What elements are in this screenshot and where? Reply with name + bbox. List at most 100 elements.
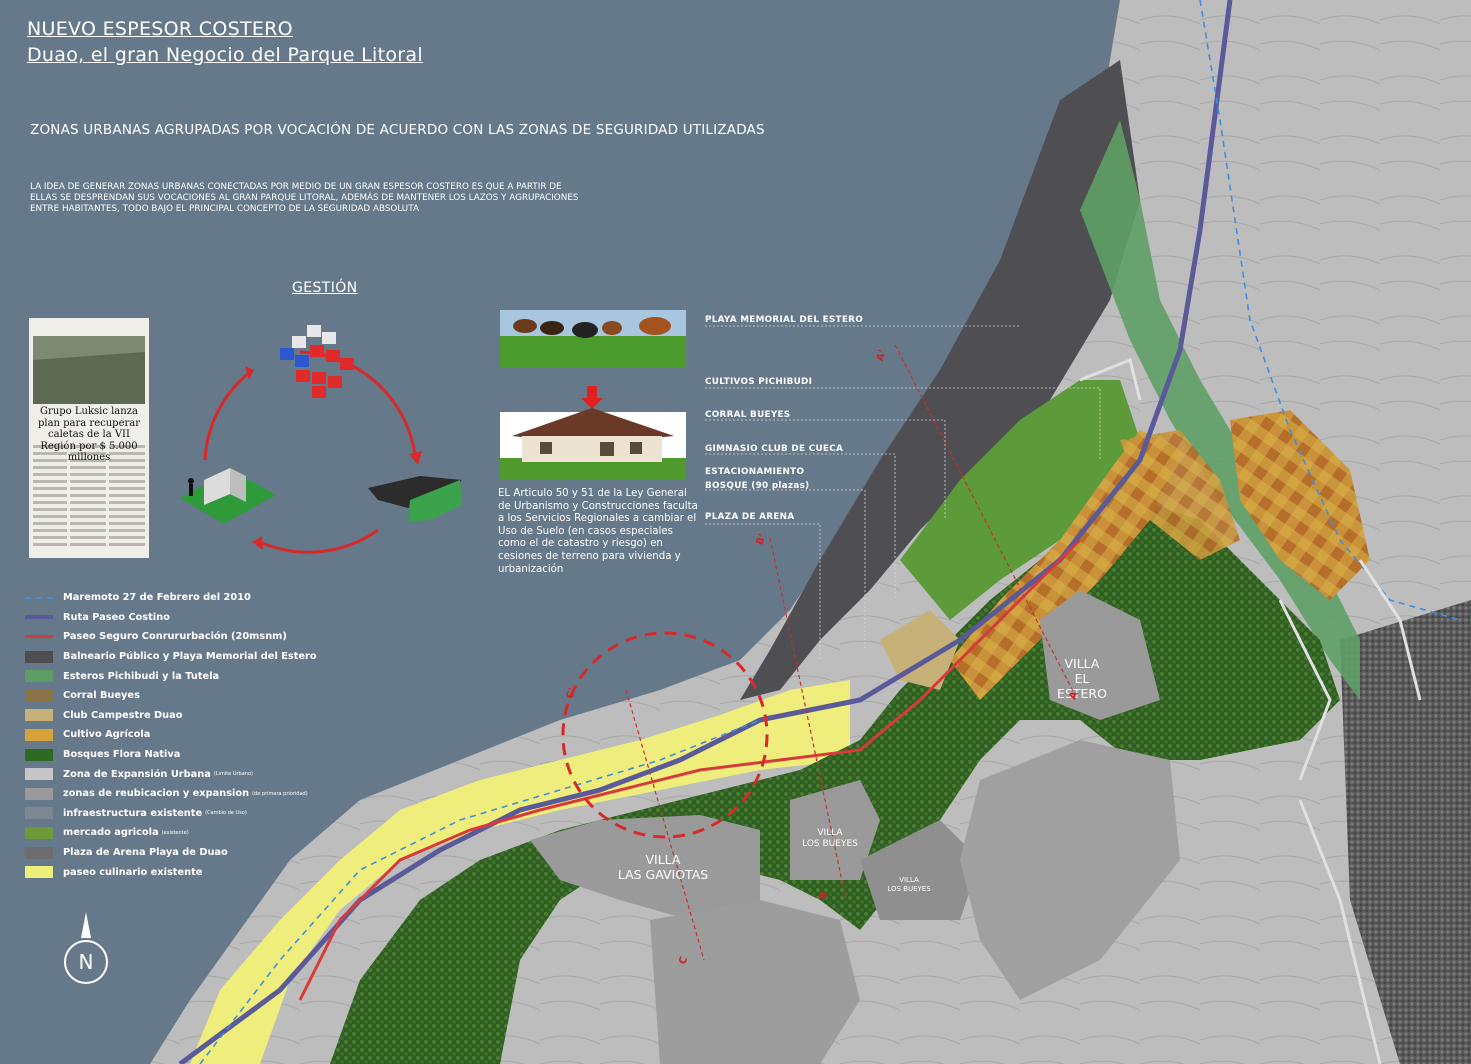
legend-swatch bbox=[25, 866, 53, 879]
legend-swatch bbox=[25, 787, 53, 800]
villa-los-bueyes-south-label: VILLA LOS BUEYES bbox=[876, 876, 942, 894]
legend-note: (Limite Urbano) bbox=[213, 771, 253, 778]
callout-estacionamiento: ESTACIONAMIENTO bbox=[705, 467, 805, 477]
section-a bbox=[894, 344, 1076, 696]
cycle-arrowhead-left bbox=[245, 366, 254, 380]
paseo-seguro bbox=[298, 538, 1082, 1001]
legend-label: Esteros Pichibudi y la Tutela bbox=[63, 670, 220, 682]
legend-label: zonas de reubicacion y expansion bbox=[63, 788, 250, 800]
callout-plaza-arena: PLAZA DE ARENA bbox=[705, 512, 795, 522]
legend-swatch bbox=[25, 846, 53, 859]
legend-item: zonas de reubicacion y expansion(de prim… bbox=[25, 784, 317, 804]
legend-item: mercado agricola(existente) bbox=[25, 823, 317, 843]
legend-label: Cultivo Agrícola bbox=[63, 729, 151, 741]
callout-corral-bueyes: CORRAL BUEYES bbox=[705, 410, 791, 420]
chile-cube-logo bbox=[280, 325, 354, 398]
legend-label: Club Campestre Duao bbox=[63, 709, 183, 721]
village-label-line: VILLA bbox=[899, 876, 919, 884]
legend-item: Club Campestre Duao bbox=[25, 706, 317, 726]
expansion-south bbox=[650, 900, 860, 1064]
legend-swatch bbox=[25, 807, 53, 820]
article-text: EL Articulo 50 y 51 de la Ley General de… bbox=[498, 488, 698, 575]
callout-cultivos-pichibudi: CULTIVOS PICHIBUDI bbox=[705, 377, 813, 387]
section-c bbox=[625, 689, 705, 961]
cows-photo bbox=[500, 310, 686, 368]
legend-note: (Cambio de Uso) bbox=[205, 810, 247, 817]
legend-item: Esteros Pichibudi y la Tutela bbox=[25, 666, 317, 686]
legend-item: Plaza de Arena Playa de Duao bbox=[25, 843, 317, 863]
gestion-title: GESTIÓN bbox=[292, 280, 358, 296]
house-photo bbox=[500, 408, 686, 480]
legend-label: mercado agricola bbox=[63, 827, 159, 839]
legend-swatch bbox=[25, 728, 53, 741]
urban-green bbox=[900, 380, 1140, 620]
cultivos-mid bbox=[1120, 430, 1240, 560]
village-label-line: VILLA bbox=[645, 852, 681, 867]
east-forest bbox=[1340, 600, 1471, 1064]
villa-los-bueyes-label: VILLA LOS BUEYES bbox=[792, 828, 868, 850]
legend-item: Corral Bueyes bbox=[25, 686, 317, 706]
legend-swatch bbox=[25, 650, 53, 663]
villa-los-bueyes-south-zone bbox=[860, 820, 980, 920]
villa-el-estero-zone bbox=[1040, 590, 1160, 720]
ruta-paseo-costino bbox=[178, 0, 1233, 1064]
legend: Maremoto 27 de Febrero del 2010 Ruta Pas… bbox=[25, 588, 317, 882]
legend-label: paseo culinario existente bbox=[63, 866, 203, 878]
legend-item: Paseo Seguro Conrururbación (20msnm) bbox=[25, 627, 317, 647]
villa-los-bueyes-zone bbox=[790, 780, 880, 880]
intro-text: LA IDEA DE GENERAR ZONAS URBANAS CONECTA… bbox=[30, 182, 579, 214]
legend-label: Paseo Seguro Conrururbación (20msnm) bbox=[63, 631, 287, 643]
village-label-line: VILLA bbox=[817, 828, 843, 838]
paseo-culinario bbox=[190, 680, 850, 1064]
club-campestre bbox=[880, 610, 960, 690]
legend-item: paseo culinario existente bbox=[25, 862, 317, 882]
legend-swatch bbox=[25, 768, 53, 781]
north-arrow bbox=[64, 912, 108, 984]
cycle-arrow-right bbox=[299, 350, 417, 456]
legend-item: Zona de Expansión Urbana(Limite Urbano) bbox=[25, 764, 317, 784]
legend-label: Ruta Paseo Costino bbox=[63, 611, 170, 623]
legend-swatch bbox=[25, 670, 53, 683]
village-label-line: EL ESTERO bbox=[1057, 671, 1107, 701]
newspaper-headline: Grupo Luksic lanza plan para recuperar c… bbox=[37, 406, 141, 463]
legend-swatch bbox=[25, 709, 53, 722]
land-plot-icon bbox=[180, 468, 276, 524]
villa-el-estero-label: VILLA EL ESTERO bbox=[1048, 656, 1116, 701]
expansion-east bbox=[960, 740, 1180, 1000]
legend-swatch bbox=[25, 748, 53, 761]
newspaper-text-columns bbox=[33, 445, 145, 546]
callout-leaders bbox=[705, 325, 1101, 660]
cycle-arrowhead-bottom bbox=[252, 536, 263, 550]
legend-note: (existente) bbox=[161, 829, 189, 836]
legend-item: Ruta Paseo Costino bbox=[25, 608, 317, 628]
legend-line bbox=[25, 615, 53, 620]
cycle-arrowhead-right bbox=[409, 451, 422, 465]
down-arrow bbox=[581, 386, 603, 409]
callout-gimnasio: GIMNASIO CLUB DE CUECA bbox=[705, 444, 844, 454]
legend-label: Corral Bueyes bbox=[63, 690, 140, 702]
balneario-zone bbox=[740, 60, 1140, 700]
village-label-line: LOS BUEYES bbox=[802, 839, 858, 849]
title-line-1: NUEVO ESPESOR COSTERO bbox=[27, 18, 293, 40]
title-line-2: Duao, el gran Negocio del Parque Litoral bbox=[27, 44, 423, 66]
cycle-arrow-bottom bbox=[259, 528, 379, 554]
village-label-line: VILLA bbox=[1064, 656, 1100, 671]
focus-circle bbox=[561, 631, 769, 839]
callout-bosque: BOSQUE (90 plazas) bbox=[705, 481, 810, 491]
north-label: N bbox=[78, 950, 94, 974]
legend-label: Balneario Público y Playa Memorial del E… bbox=[63, 651, 317, 663]
section-b bbox=[769, 537, 847, 901]
legend-dashed-line bbox=[25, 596, 53, 599]
cultivos-zone bbox=[950, 430, 1180, 700]
villa-las-gaviotas-zone bbox=[530, 815, 760, 920]
legend-label: Bosques Flora Nativa bbox=[63, 749, 181, 761]
legend-item: Maremoto 27 de Febrero del 2010 bbox=[25, 588, 317, 608]
legend-note: (de primera prioridad) bbox=[252, 790, 308, 797]
callout-playa-memorial: PLAYA MEMORIAL DEL ESTERO bbox=[705, 315, 864, 325]
legend-label: Maremoto 27 de Febrero del 2010 bbox=[63, 592, 251, 604]
terrain-fragments-icon bbox=[368, 476, 462, 522]
legend-label: Zona de Expansión Urbana bbox=[63, 768, 211, 780]
legend-item: infraestructura existente(Cambio de Uso) bbox=[25, 804, 317, 824]
village-label-line: LAS GAVIOTAS bbox=[617, 867, 709, 882]
